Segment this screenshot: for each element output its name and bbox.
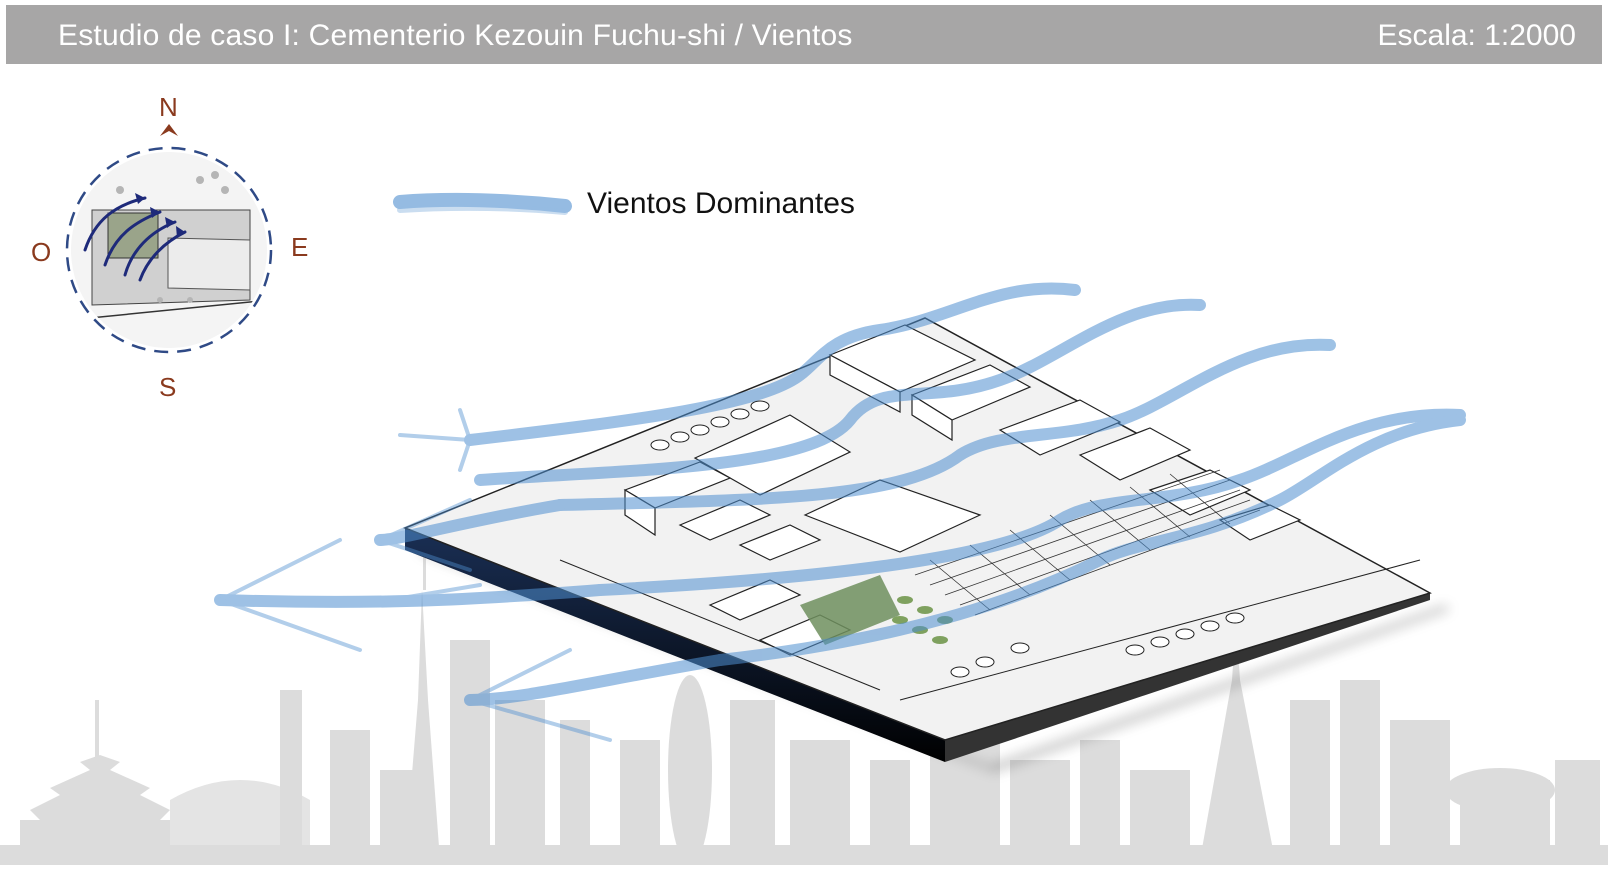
legend-label: Vientos Dominantes bbox=[587, 187, 855, 220]
page-title: Estudio de caso I: Cementerio Kezouin Fu… bbox=[58, 19, 853, 52]
compass-west: O bbox=[31, 237, 52, 267]
compass-south: S bbox=[159, 372, 177, 402]
compass-east: E bbox=[291, 232, 309, 262]
north-arrow-icon bbox=[160, 124, 178, 136]
compass-north: N bbox=[159, 92, 178, 122]
scale-label: Escala: 1:2000 bbox=[1377, 19, 1576, 52]
header-bar: Estudio de caso I: Cementerio Kezouin Fu… bbox=[6, 5, 1602, 64]
